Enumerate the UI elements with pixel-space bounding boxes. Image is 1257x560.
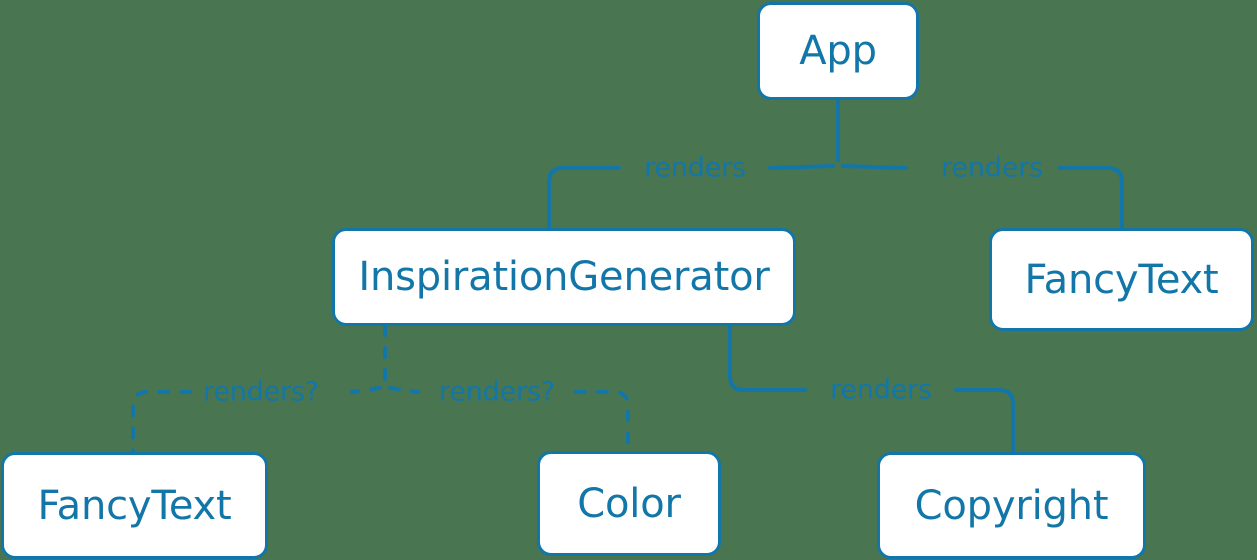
node-fancytext-right-label: FancyText — [1024, 256, 1219, 303]
node-app[interactable]: App — [757, 2, 919, 100]
edge-app-to-fancytext-right-inner-seg — [841, 164, 908, 170]
edge-app-to-inspirationgenerator-right-seg — [768, 164, 835, 170]
edge-inspirationgenerator-to-fancytext-left-inner-seg — [350, 386, 382, 394]
node-copyright[interactable]: Copyright — [877, 452, 1146, 559]
node-app-label: App — [799, 28, 877, 74]
edge-app-to-inspirationgenerator-left-seg — [547, 166, 621, 230]
node-copyright-label: Copyright — [914, 482, 1109, 529]
edge-label-inspirationgenerator-to-fancytext-left: renders? — [203, 376, 319, 408]
edge-app-to-fancytext-right-outer-seg — [1058, 166, 1124, 230]
node-fancytext-right[interactable]: FancyText — [989, 228, 1254, 331]
edge-label-app-to-inspirationgenerator: renders — [644, 152, 746, 184]
edge-inspirationgenerator-to-fancytext-left-outer-seg — [131, 390, 192, 454]
node-color[interactable]: Color — [537, 451, 721, 556]
edge-label-inspirationgenerator-to-color: renders? — [439, 376, 555, 408]
edge-label-inspirationgenerator-to-copyright: renders — [830, 374, 932, 406]
edge-inspirationgenerator-to-copyright-right-seg — [954, 388, 1015, 454]
node-color-label: Color — [577, 480, 681, 527]
node-inspiration-generator[interactable]: InspirationGenerator — [332, 228, 796, 326]
edge-label-app-to-fancytext-right: renders — [941, 152, 1043, 184]
edge-inspirationgenerator-to-copyright-left-seg — [728, 324, 807, 392]
node-fancytext-left[interactable]: FancyText — [1, 452, 268, 559]
node-inspiration-generator-label: InspirationGenerator — [358, 254, 770, 300]
edge-inspirationgenerator-to-color-inner-seg — [388, 386, 420, 394]
node-fancytext-left-label: FancyText — [37, 482, 232, 529]
edge-inspirationgenerator-to-color-outer-seg — [574, 390, 630, 453]
